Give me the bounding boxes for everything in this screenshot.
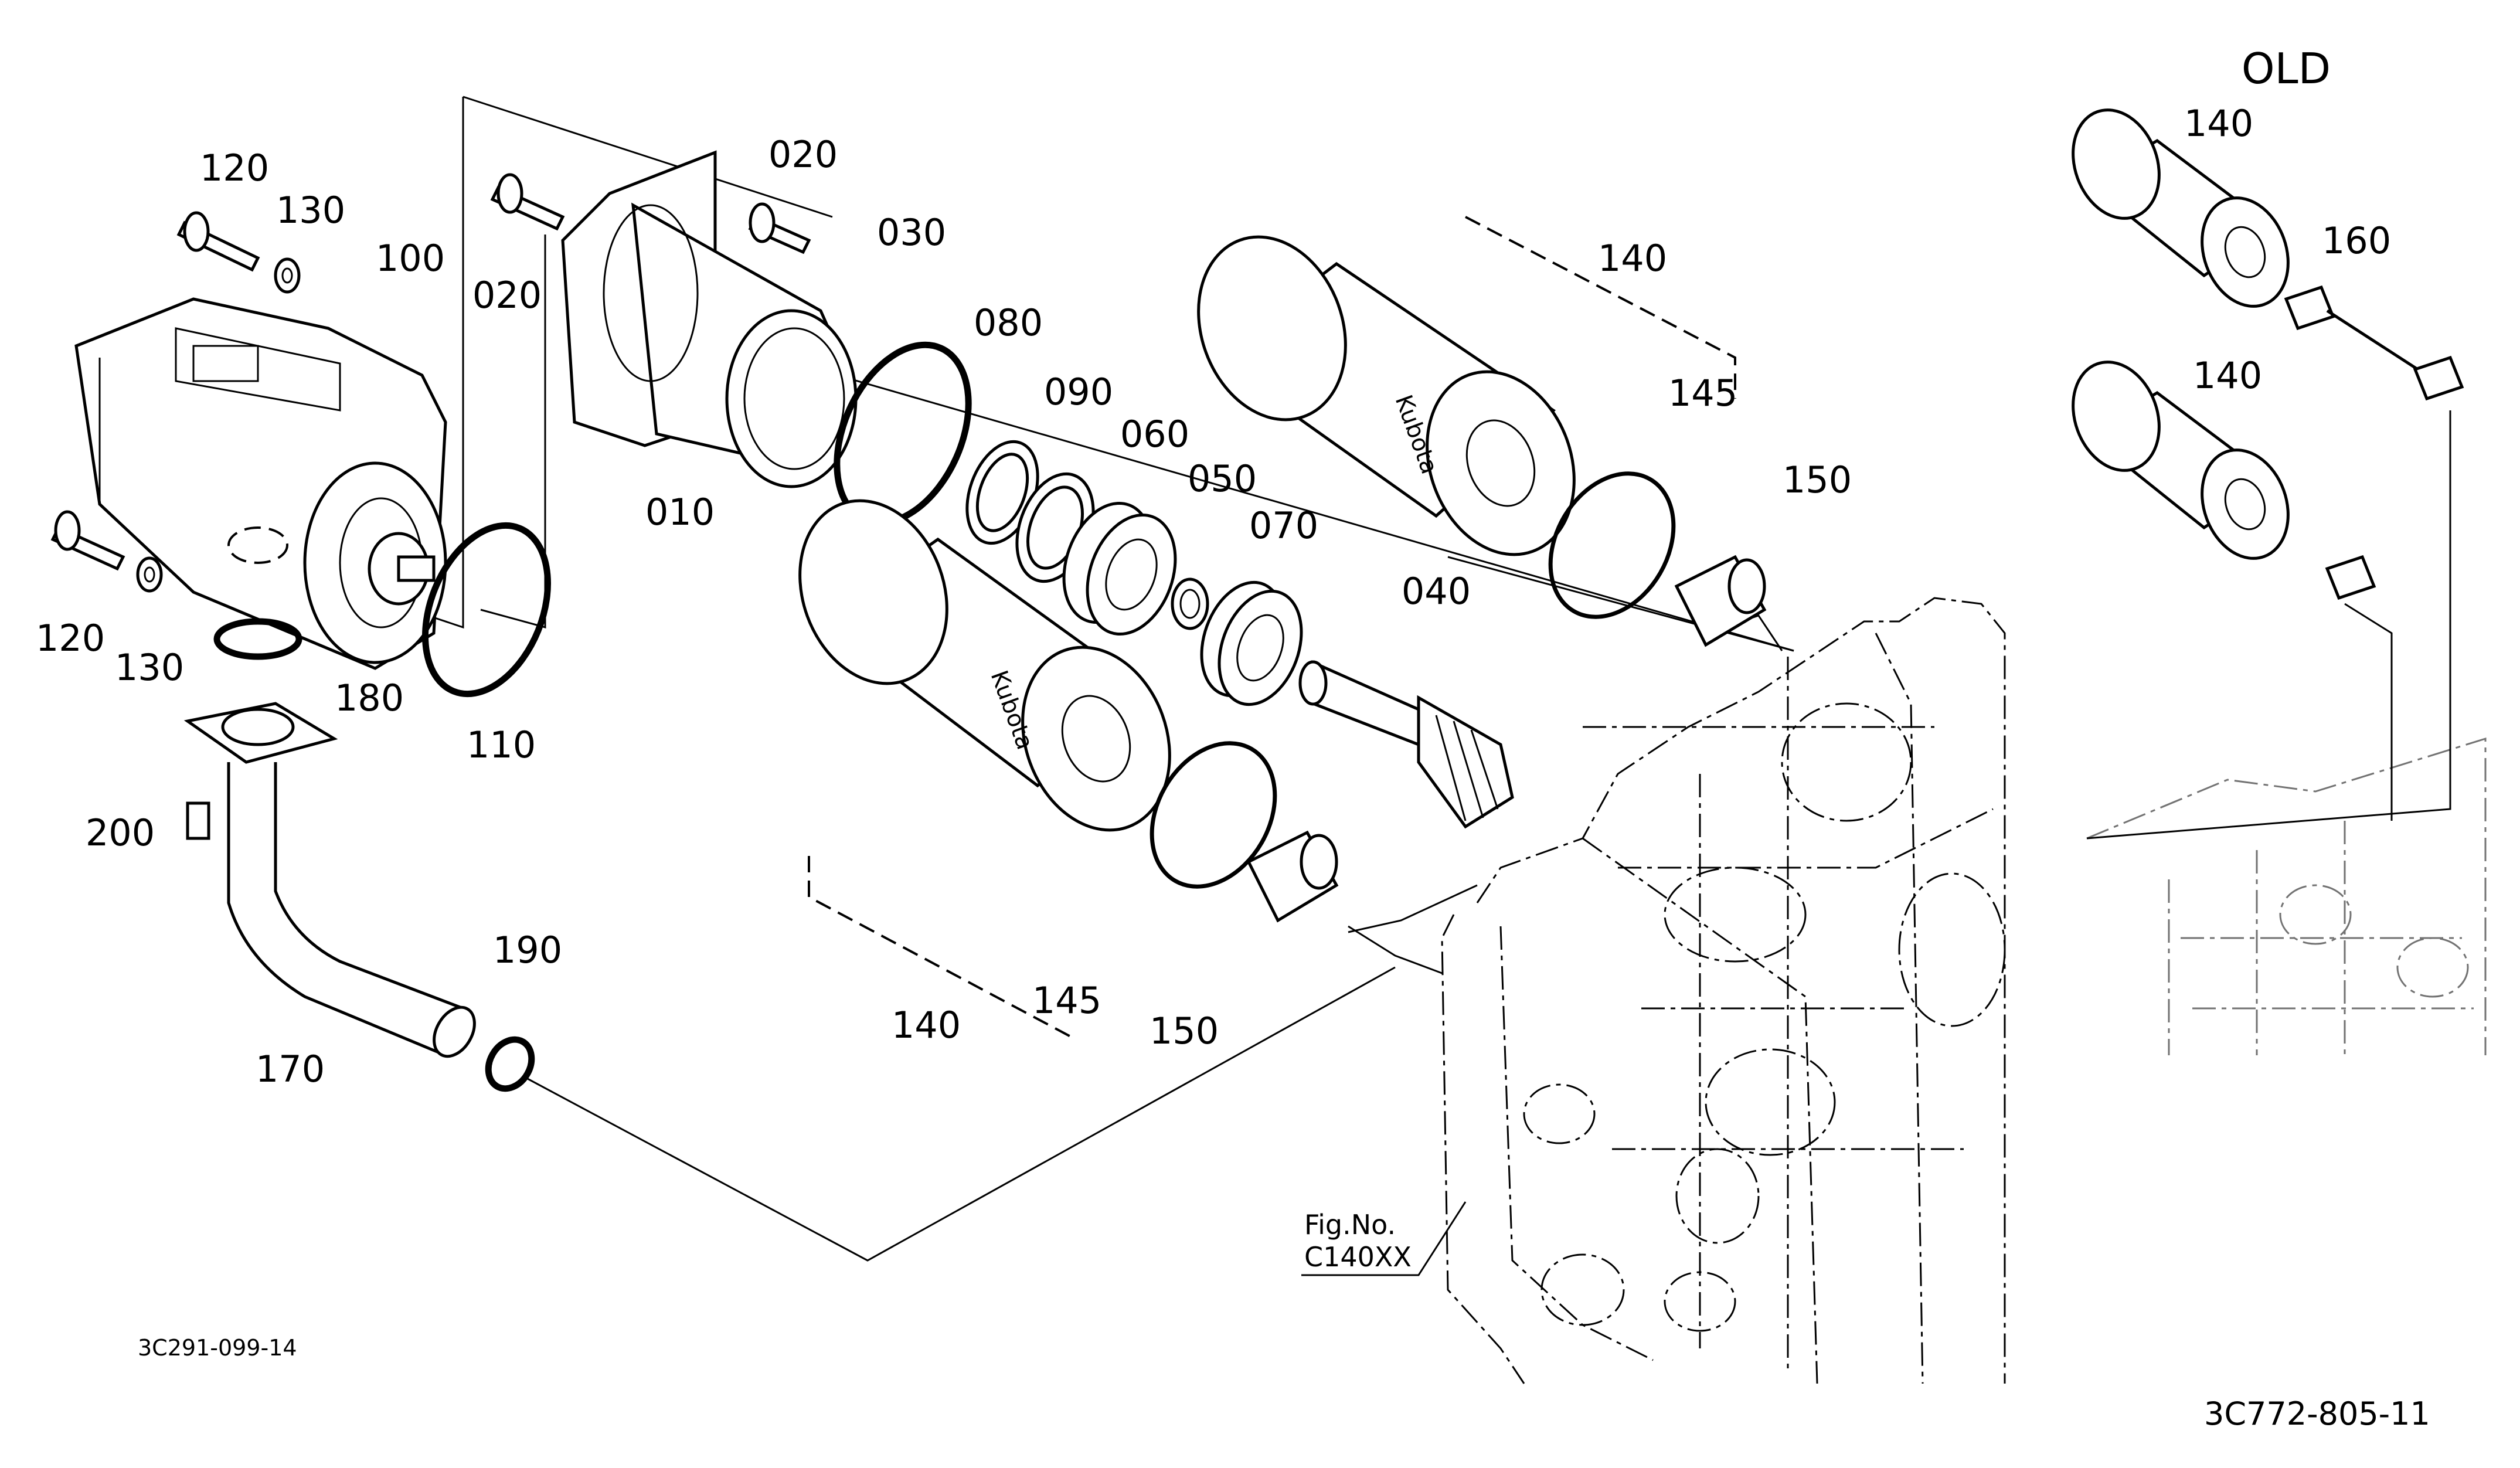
filter-group-bracket-lower	[808, 856, 1073, 1039]
callout-020-right: 020	[768, 133, 838, 176]
assembly-leader-lines	[193, 96, 2451, 1262]
gasket-145-upper	[1548, 471, 1676, 619]
callout-100: 100	[376, 237, 445, 280]
filter-group-bracket-upper	[1465, 216, 1736, 399]
bearing-060	[1062, 501, 1177, 636]
nipple-150-lower	[1246, 830, 1339, 923]
figure-reference-line1: Fig.No.	[1304, 1209, 1396, 1241]
bolt-120-upper	[176, 211, 260, 272]
callout-150-upper: 150	[1783, 458, 1852, 501]
old-filter-140-bottom	[2072, 361, 2290, 560]
washer-130-lower	[136, 556, 163, 593]
callout-160: 160	[2322, 219, 2391, 262]
callout-145-lower: 145	[1032, 979, 1101, 1022]
callout-140-upper: 140	[1598, 237, 1667, 280]
callout-050: 050	[1188, 457, 1257, 500]
nipple-150-upper	[1674, 555, 1767, 647]
callout-030: 030	[877, 211, 946, 254]
figure-reference-leader	[1301, 1201, 1467, 1276]
pump-assembly-100	[74, 297, 447, 670]
bevel-gear-shaft-040	[1298, 660, 1514, 829]
adapter-housing-010	[561, 150, 858, 488]
callout-140-lower: 140	[892, 1004, 961, 1046]
bolt-020-right	[748, 202, 811, 254]
figure-reference-line2: C140XX	[1304, 1241, 1412, 1273]
callout-020-left: 020	[472, 274, 542, 317]
callout-120-upper: 120	[200, 147, 269, 189]
old-pipe-160	[2284, 285, 2464, 401]
bearing-070	[1200, 580, 1303, 706]
o-ring-110	[422, 522, 551, 698]
callout-070: 070	[1249, 504, 1318, 547]
old-filter-140-top	[2072, 108, 2290, 308]
old-variant-housing	[2086, 737, 2487, 1055]
oil-filter-140-upper: Kubota	[1197, 235, 1576, 556]
o-ring-190	[485, 1036, 535, 1092]
suction-pipe-170	[183, 702, 476, 1058]
o-ring-180	[213, 618, 302, 660]
callout-200: 200	[86, 811, 155, 854]
callout-090: 090	[1044, 371, 1113, 413]
bolt-120-lower	[50, 510, 125, 571]
old-nipple	[2325, 555, 2376, 600]
plug-200	[186, 801, 210, 840]
callout-010: 010	[645, 491, 715, 533]
callout-120-lower: 120	[36, 617, 105, 660]
callout-040: 040	[1402, 570, 1471, 613]
bolt-020-left	[490, 173, 565, 231]
oil-filter-140-lower: Kubota	[798, 499, 1171, 832]
callout-150-lower: 150	[1150, 1010, 1219, 1052]
transmission-housing	[1441, 597, 2006, 1384]
gasket-145-lower	[1150, 741, 1277, 889]
callout-080: 080	[974, 301, 1043, 344]
callout-110: 110	[467, 723, 536, 766]
callout-060: 060	[1120, 413, 1189, 456]
callout-140-old-bottom: 140	[2193, 354, 2262, 397]
callout-170: 170	[256, 1048, 325, 1090]
callout-140-old-top: 140	[2184, 102, 2253, 145]
callout-145-upper: 145	[1668, 372, 1737, 414]
drawing-number-right: 3C772-805-11	[2204, 1395, 2430, 1432]
washer-130-upper	[274, 257, 301, 294]
callout-180: 180	[335, 677, 404, 719]
callout-130-upper: 130	[276, 189, 345, 232]
callout-130-lower: 130	[115, 646, 184, 689]
clip-050	[1171, 577, 1209, 630]
variant-label-old: OLD	[2242, 44, 2331, 93]
callout-190: 190	[493, 929, 562, 971]
drawing-number-left: 3C291-099-14	[138, 1335, 297, 1361]
